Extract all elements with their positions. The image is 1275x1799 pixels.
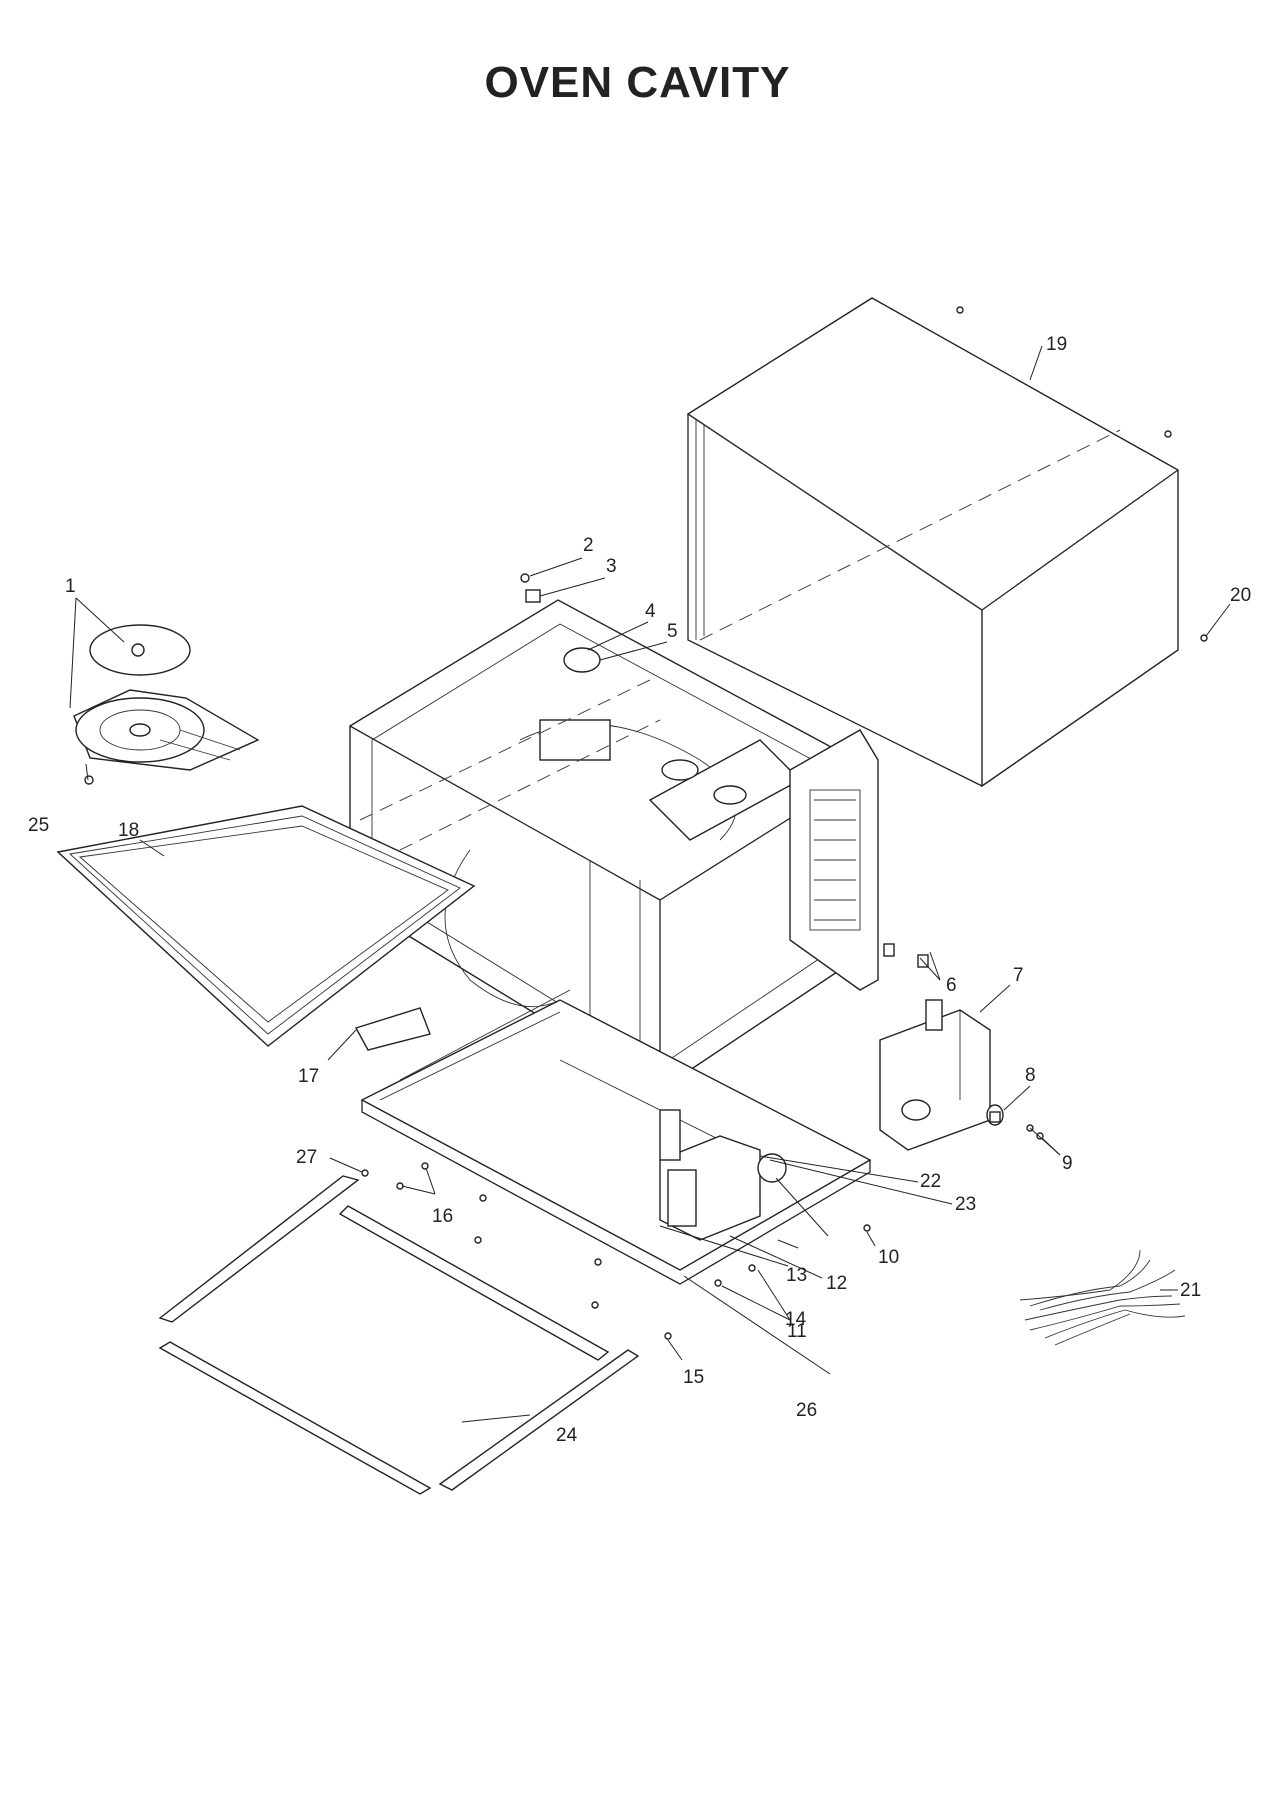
leader-lines — [69, 345, 1231, 1423]
callout-24: 24 — [556, 1425, 578, 1446]
callout-26: 26 — [796, 1400, 817, 1421]
outer-cabinet-cover — [686, 297, 1208, 788]
callout-18: 18 — [118, 820, 139, 841]
callout-5: 5 — [667, 621, 678, 642]
callout-21: 21 — [1180, 1280, 1201, 1301]
door-gasket — [56, 805, 476, 1047]
base-foot-strips — [158, 1175, 640, 1495]
hv-transformer — [659, 1109, 787, 1241]
callout-2: 2 — [583, 535, 594, 556]
callout-13: 13 — [786, 1265, 807, 1286]
callout-1: 1 — [65, 576, 76, 597]
page-title: OVEN CAVITY — [484, 58, 791, 107]
callout-23: 23 — [955, 1194, 976, 1215]
callout-14: 14 — [785, 1309, 807, 1330]
callout-4: 4 — [645, 601, 656, 622]
callout-8: 8 — [1025, 1065, 1036, 1086]
callout-27: 27 — [296, 1147, 317, 1168]
side-vent-panel — [789, 729, 879, 991]
callout-12: 12 — [826, 1273, 847, 1294]
callout-22: 22 — [920, 1171, 941, 1192]
callout-9: 9 — [1062, 1153, 1073, 1174]
magnetron — [879, 999, 1004, 1151]
turntable-assembly — [73, 624, 260, 771]
callout-20: 20 — [1230, 585, 1251, 606]
callout-19: 19 — [1046, 334, 1067, 355]
fasteners — [84, 573, 1044, 1340]
callout-17: 17 — [298, 1066, 319, 1087]
callout-11: 11 — [787, 1321, 807, 1342]
base-plate — [360, 989, 872, 1285]
callout-15: 15 — [683, 1367, 704, 1388]
callout-3: 3 — [606, 556, 617, 577]
callout-16: 16 — [432, 1206, 453, 1227]
callout-7: 7 — [1013, 965, 1024, 986]
wire-harness — [1019, 1249, 1186, 1346]
callout-6: 6 — [946, 975, 957, 996]
callout-10: 10 — [878, 1247, 899, 1268]
callout-25: 25 — [28, 815, 49, 836]
